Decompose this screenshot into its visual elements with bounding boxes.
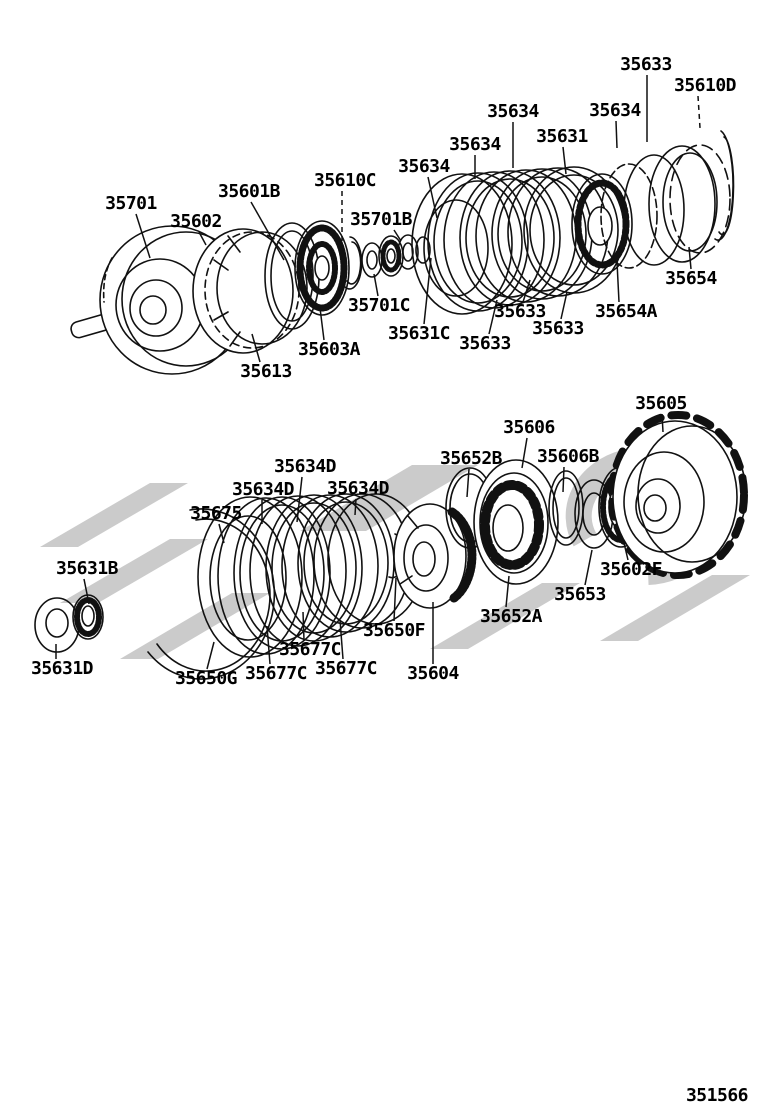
part-35604-piston <box>393 503 477 609</box>
part-35654A-wave-spring <box>600 163 658 269</box>
part-label-35652A: 35652A <box>479 606 543 627</box>
leader-line-35653 <box>584 549 593 586</box>
leader-line-35650F <box>393 577 397 622</box>
part-35606-one-way-clutch <box>473 459 559 585</box>
part-label-35701B: 35701B <box>349 209 413 230</box>
part-label-35654A: 35654A <box>594 301 658 322</box>
leader-line-35606B <box>562 466 565 493</box>
part-35675-flange <box>197 496 303 658</box>
part-label-35633: 35633 <box>620 54 672 75</box>
leader-line-35634 <box>615 120 618 149</box>
part-label-35652B: 35652B <box>439 448 503 469</box>
part-label-35631: 35631 <box>536 126 588 147</box>
part-label-35613: 35613 <box>240 361 292 382</box>
leader-line-35610D <box>697 95 701 129</box>
leader-line-35701B <box>393 229 402 242</box>
part-label-35634D: 35634D <box>273 456 337 477</box>
part-label-35634: 35634 <box>589 100 641 121</box>
leader-line-35652B <box>466 468 470 498</box>
part-35631D-washer <box>34 597 80 653</box>
leader-line-35654 <box>688 246 692 270</box>
part-snap-ring-35610C <box>343 236 363 290</box>
part-label-35677C: 35677C <box>244 663 308 684</box>
part-label-35677C: 35677C <box>278 639 342 660</box>
part-35652A-inner-race <box>492 504 524 552</box>
part-label-35605: 35605 <box>635 393 687 414</box>
part-label-35633: 35633 <box>494 301 546 322</box>
part-label-35610D: 35610D <box>673 75 737 96</box>
leader-line-35634 <box>427 176 438 219</box>
part-label-35634D: 35634D <box>231 479 295 500</box>
part-label-35634: 35634 <box>449 134 501 155</box>
part-label-35631B: 35631B <box>55 558 119 579</box>
top-clutch-plate-stack <box>411 166 625 315</box>
part-label-35654: 35654 <box>665 268 717 289</box>
leader-line-35631 <box>562 146 567 175</box>
part-label-35677C: 35677C <box>314 658 378 679</box>
leader-line-35677C <box>266 625 271 665</box>
leader-lines <box>55 75 701 670</box>
leader-line-35701C <box>373 273 379 297</box>
part-label-35610C: 35610C <box>313 170 377 191</box>
part-label-35634: 35634 <box>487 101 539 122</box>
leader-line-35654A <box>616 261 620 303</box>
part-label-35604: 35604 <box>407 663 459 684</box>
part-label-35675: 35675 <box>190 503 242 524</box>
leader-line-35677C <box>302 611 305 641</box>
leader-line-35603A <box>319 307 325 341</box>
part-label-35601B: 35601B <box>217 181 281 202</box>
leader-line-35633 <box>560 291 568 320</box>
part-label-35634: 35634 <box>398 156 450 177</box>
drawing-number: 351566 <box>685 1085 749 1106</box>
part-label-35701: 35701 <box>105 193 157 214</box>
leader-line-35677C <box>339 619 344 660</box>
part-35603A-serrated-disc <box>294 220 350 316</box>
leader-line-35634D <box>354 498 357 516</box>
part-label-35631C: 35631C <box>387 323 451 344</box>
leader-line-35631C <box>423 257 432 325</box>
part-label-35602F: 35602F <box>599 559 663 580</box>
leader-line-35701 <box>135 213 151 259</box>
leader-line-35652A <box>505 575 510 608</box>
leader-line-35631B <box>83 578 90 605</box>
leader-line-35602F <box>623 542 629 561</box>
part-label-35633: 35633 <box>532 318 584 339</box>
part-label-35602: 35602 <box>170 211 222 232</box>
part-label-35606: 35606 <box>503 417 555 438</box>
leader-line-35650G <box>206 641 215 670</box>
part-label-35701C: 35701C <box>347 295 411 316</box>
part-label-35650G: 35650G <box>174 668 238 689</box>
part-snap-ring-35610D <box>714 130 735 241</box>
part-label-35634D: 35634D <box>326 478 390 499</box>
part-label-35631D: 35631D <box>30 658 94 679</box>
leader-line-35633 <box>488 299 498 335</box>
part-label-35603A: 35603A <box>297 339 361 360</box>
leader-line-35605 <box>661 413 664 433</box>
leader-line-35601B <box>250 201 285 261</box>
leader-line-35675 <box>218 523 225 544</box>
leader-line-35633 <box>522 279 531 303</box>
part-35654-drum <box>623 144 731 266</box>
leader-line-35613 <box>251 333 261 363</box>
part-label-35606B: 35606B <box>536 446 600 467</box>
part-label-35650F: 35650F <box>362 620 426 641</box>
leader-line-35634D <box>296 476 303 523</box>
leader-line-35602 <box>198 231 207 246</box>
part-35605-drum <box>608 411 748 579</box>
part-35631-hub <box>571 173 633 275</box>
part-label-35633: 35633 <box>459 333 511 354</box>
leader-line-35606 <box>521 437 528 469</box>
part-35602-drum-body <box>192 228 308 354</box>
part-label-35653: 35653 <box>554 584 606 605</box>
